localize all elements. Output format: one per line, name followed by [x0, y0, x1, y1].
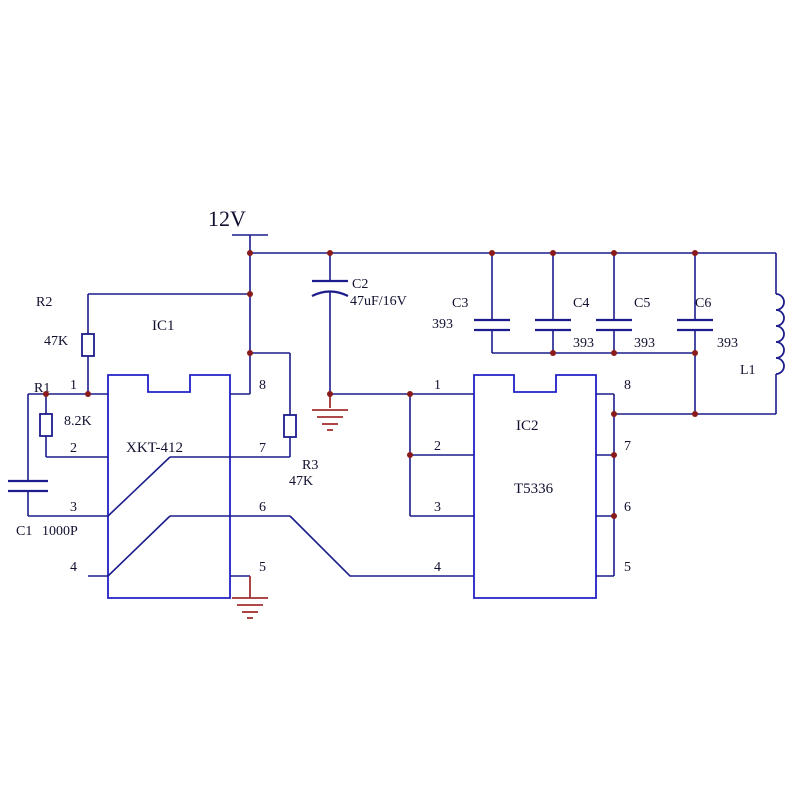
r1-resistor: [39, 413, 53, 437]
c3-ref: C3: [452, 296, 468, 311]
capacitor-bank: C3 393 C4 393 C5 393 C6 393: [432, 253, 738, 414]
ic2-pin-8: 8: [624, 378, 631, 393]
ic2-ref: IC2: [516, 418, 539, 434]
ic1-pin-4: 4: [70, 560, 77, 575]
ic2-pin-4: 4: [434, 560, 441, 575]
c5-ref: C5: [634, 296, 650, 311]
c1-ref: C1: [16, 524, 32, 539]
r1-value: 8.2K: [64, 414, 92, 429]
ic2-body: [473, 374, 597, 599]
ic2-pin-6: 6: [624, 500, 631, 515]
c4-value: 393: [573, 336, 594, 351]
ic1-part: XKT-412: [126, 440, 183, 456]
ic1-pin-5: 5: [259, 560, 266, 575]
c5-value: 393: [634, 336, 655, 351]
ic1-pin-7: 7: [259, 441, 266, 456]
r2-resistor: [81, 333, 95, 357]
c1-value: 1000P: [42, 524, 78, 539]
ic1-body: [107, 374, 231, 599]
ic1-ground: [232, 576, 268, 619]
ic2-pin-1: 1: [434, 378, 441, 393]
ic1-pin-6: 6: [259, 500, 266, 515]
c6-value: 393: [717, 336, 738, 351]
c3-value: 393: [432, 317, 453, 332]
c2-value: 47uF/16V: [350, 294, 407, 309]
ic1-ref: IC1: [152, 318, 175, 334]
r3-resistor: [283, 414, 297, 438]
c2-ref: C2: [352, 277, 368, 292]
c2-capacitor: C2 47uF/16V: [311, 253, 474, 431]
ic2-pin-5: 5: [624, 560, 631, 575]
ic2: IC2 T5336 1 2 3 4 5 6 7 8: [409, 374, 631, 599]
l1-inductor: L1: [614, 253, 785, 415]
ic1-to-ic2-link: [289, 515, 474, 577]
ic1: IC1 XKT-412 1 2 3 4 5 6 7 8: [28, 318, 290, 599]
r3-ref: R3: [302, 458, 318, 473]
ic1-pin-2: 2: [70, 441, 77, 456]
supply-label: 12V: [208, 206, 246, 231]
ic1-pin-3: 3: [70, 500, 77, 515]
ic2-pin-3: 3: [434, 500, 441, 515]
r2-value: 47K: [44, 334, 68, 349]
l1-ref: L1: [740, 363, 756, 378]
c4-ref: C4: [573, 296, 589, 311]
ic2-pin-2: 2: [434, 439, 441, 454]
c6-ref: C6: [695, 296, 711, 311]
r2-ref: R2: [36, 295, 52, 310]
ic1-bias-network: R2 47K R3 47K R1 8.2K C1 1000P: [8, 253, 318, 539]
ic1-pin-1: 1: [70, 378, 77, 393]
ic1-pin-8: 8: [259, 378, 266, 393]
supply-rail: 12V: [208, 206, 776, 254]
ic2-pin-7: 7: [624, 439, 631, 454]
junction-dots: [43, 250, 698, 519]
r3-value: 47K: [289, 474, 313, 489]
ic2-part: T5336: [514, 481, 554, 497]
